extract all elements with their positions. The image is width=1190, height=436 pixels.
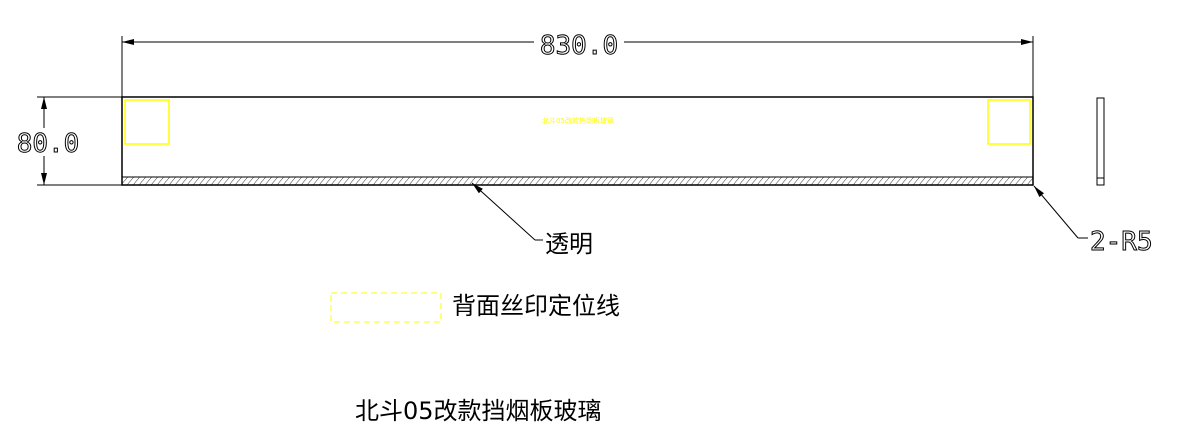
height-dimension-text: 80.0 [17,129,80,159]
silkscreen-square-right [987,99,1031,145]
width-dimension-text: 830.0 [540,31,618,61]
width-dimension: 830.0 [121,30,1034,97]
height-dimension: 80.0 [14,96,122,186]
glass-front-view: 北斗05改款挡烟板玻璃 [121,96,1034,186]
silkscreen-square-left [124,99,170,145]
legend-label: 背面丝印定位线 [452,292,620,320]
glass-side-view [1096,97,1105,186]
drawing-title: 北斗05改款挡烟板玻璃 [355,397,602,425]
transparent-strip [121,176,1034,186]
transparent-label: 透明 [545,230,593,258]
center-silkscreen-text: 北斗05改款挡烟板玻璃 [542,116,614,125]
radius-leader: 2-R5 [1033,185,1153,258]
legend: 背面丝印定位线 [330,292,620,323]
radius-label: 2-R5 [1090,227,1153,257]
legend-silkscreen-swatch [330,292,442,323]
transparent-leader: 透明 [471,182,593,258]
